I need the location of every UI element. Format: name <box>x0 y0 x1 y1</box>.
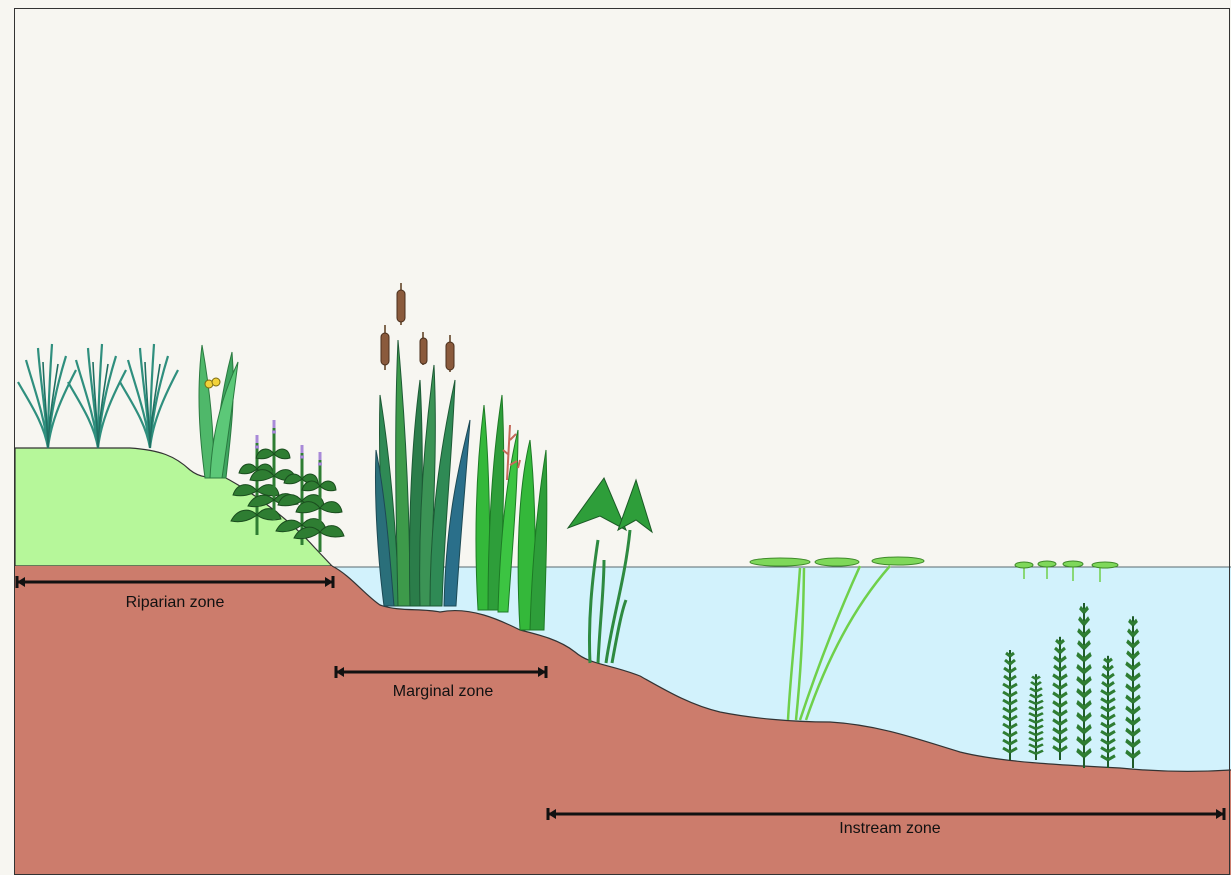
arrowhead-plant-icon <box>566 476 653 664</box>
instream-zone-label: Instream zone <box>839 820 940 837</box>
soil-bed <box>15 566 1231 875</box>
marginal-zone-scale-bar <box>334 666 548 678</box>
cattail-icon <box>374 283 471 607</box>
water-lily-icon <box>749 556 925 721</box>
sedge-icon <box>475 394 548 631</box>
duckweed-icon <box>1014 560 1119 582</box>
marginal-zone-label: Marginal zone <box>393 683 494 700</box>
instream-zone-scale-bar <box>546 808 1226 820</box>
iris-icon <box>198 344 239 479</box>
riparian-zone-label: Riparian zone <box>126 594 225 611</box>
riparian-zone-scale-bar <box>15 576 335 588</box>
soil-profile-line <box>331 565 1231 772</box>
